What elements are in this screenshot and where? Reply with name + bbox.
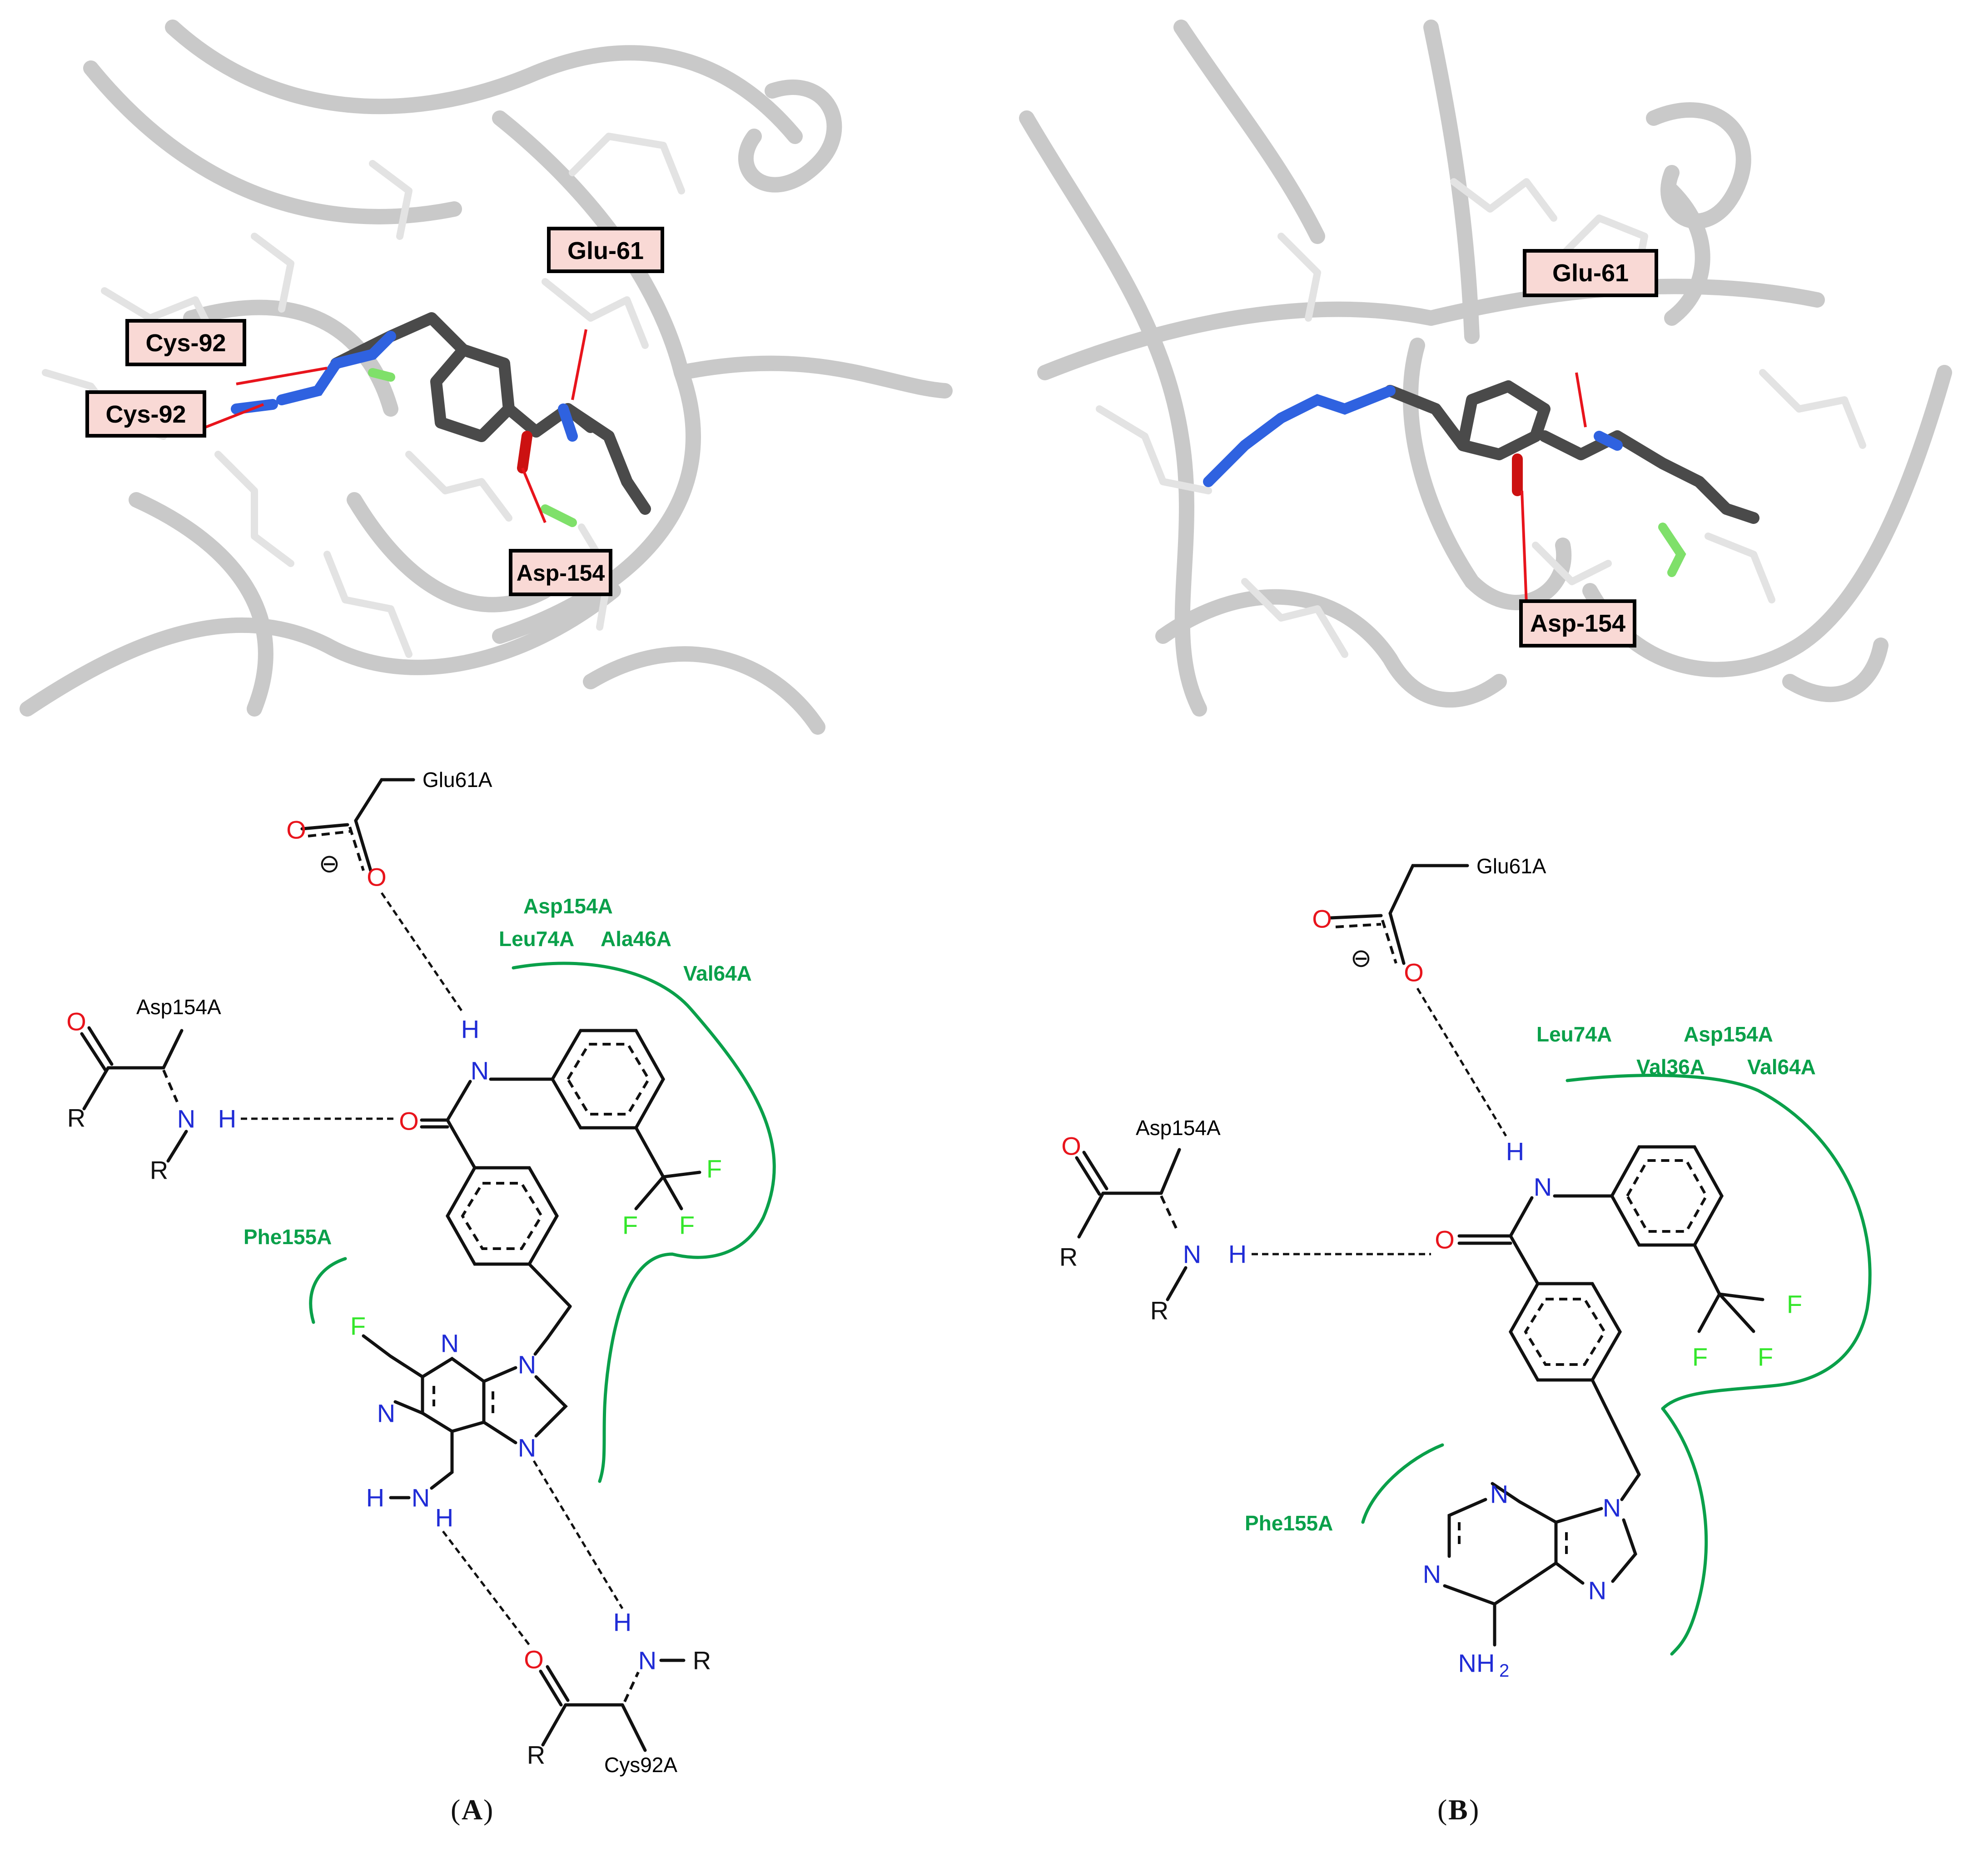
charge-minus-a: ⊖ xyxy=(319,849,340,878)
atom-n7-a: N xyxy=(518,1434,536,1462)
atom-h-nh2-a-1: H xyxy=(366,1484,384,1512)
atom-h-asp-b: H xyxy=(1228,1240,1247,1269)
atom-o-asp-backbone-a: O xyxy=(66,1007,86,1036)
atom-n1-a: N xyxy=(377,1399,395,1428)
svg-text:Cys-92: Cys-92 xyxy=(105,401,186,428)
atom-f3-a: F xyxy=(679,1211,695,1240)
atom-o-glu-b-2: O xyxy=(1404,958,1424,987)
atom-f2-a: F xyxy=(622,1211,638,1240)
atom-n-asp-b: N xyxy=(1183,1240,1201,1269)
structure-panel-b xyxy=(995,18,1972,745)
atom-o-asp-backbone-b: O xyxy=(1061,1132,1081,1161)
pocket-residue-b-2: Asp154A xyxy=(1684,1022,1773,1046)
atom-o-glu-a-2: O xyxy=(367,863,387,892)
atom-r-asp-b-2: R xyxy=(1150,1296,1168,1325)
caption-a: ( A ) xyxy=(451,1793,493,1826)
atom-r-asp-a-2: R xyxy=(150,1156,168,1185)
residue-asp154a-a: Asp154A xyxy=(136,995,221,1019)
caption-b: ( B ) xyxy=(1437,1793,1479,1826)
pocket-residue-b-3: Val36A xyxy=(1636,1055,1705,1079)
interaction-diagram-b: Glu61A O O ⊖ H N F F F O O Asp154A R xyxy=(1059,854,1872,1681)
atom-f-purine-a: F xyxy=(350,1312,366,1340)
label-glu61-structure-a: Glu-61 xyxy=(547,227,664,273)
residue-cys92a-a: Cys92A xyxy=(604,1753,677,1777)
atom-f2-b: F xyxy=(1692,1343,1708,1371)
atom-r-asp-b-1: R xyxy=(1059,1243,1078,1271)
atom-n-nh2-a: N xyxy=(412,1484,430,1512)
svg-text:): ) xyxy=(483,1793,493,1826)
atom-o-carbonyl-b: O xyxy=(1435,1225,1455,1254)
atom-o-glu-a-1: O xyxy=(286,816,306,844)
atom-h-cys-a: H xyxy=(613,1608,631,1637)
pocket-residue-b-1: Leu74A xyxy=(1536,1022,1612,1046)
residue-asp154a-b: Asp154A xyxy=(1136,1116,1221,1140)
pocket-residue-b-4: Val64A xyxy=(1747,1055,1816,1079)
svg-text:(: ( xyxy=(451,1793,460,1826)
atom-nh2-b: NH xyxy=(1458,1649,1495,1678)
atom-h-amide-b: H xyxy=(1506,1137,1524,1166)
pocket-residue-a-4: Val64A xyxy=(683,961,752,985)
atom-f1-a: F xyxy=(706,1155,722,1183)
label-asp154-structure-a: Asp-154 xyxy=(509,549,612,596)
svg-text:Glu-61: Glu-61 xyxy=(1552,259,1629,287)
atom-r-cys-a-1: R xyxy=(693,1646,711,1675)
label-glu61-structure-b: Glu-61 xyxy=(1523,249,1658,297)
atom-n3-b: N xyxy=(1490,1480,1508,1509)
svg-text:(: ( xyxy=(1437,1793,1447,1826)
svg-text:): ) xyxy=(1469,1793,1479,1826)
atom-n-amide-b: N xyxy=(1534,1173,1552,1201)
pocket-residue-a-1: Asp154A xyxy=(523,894,613,918)
atom-o-carbonyl-a: O xyxy=(399,1107,419,1136)
label-asp154-structure-b: Asp-154 xyxy=(1519,599,1636,648)
atom-f3-b: F xyxy=(1758,1343,1773,1371)
atom-f1-b: F xyxy=(1787,1290,1802,1319)
residue-glu61a-a: Glu61A xyxy=(422,768,492,792)
svg-text:Glu-61: Glu-61 xyxy=(567,237,644,264)
pocket-residue-a-2: Leu74A xyxy=(499,927,574,951)
atom-n9-a: N xyxy=(518,1350,536,1379)
label-cys92-lower-structure-a: Cys-92 xyxy=(85,390,206,438)
svg-text:Cys-92: Cys-92 xyxy=(145,329,226,357)
charge-minus-b: ⊖ xyxy=(1351,944,1372,972)
interaction-diagram-a: Glu61A O O ⊖ H N F F F O O xyxy=(66,768,776,1777)
atom-n7-b: N xyxy=(1588,1576,1606,1605)
atom-h-nh2-a-2: H xyxy=(435,1504,453,1532)
pocket-residue-a-3: Ala46A xyxy=(601,927,671,951)
pocket-phe-b: Phe155A xyxy=(1245,1511,1333,1535)
atom-h-amide-a: H xyxy=(461,1015,479,1044)
atom-n-cys-a: N xyxy=(638,1646,656,1675)
atom-r-cys-a-2: R xyxy=(527,1741,545,1769)
atom-o-glu-b-1: O xyxy=(1312,905,1332,933)
caption-letter-a: A xyxy=(462,1793,482,1826)
atom-n3-a: N xyxy=(441,1329,459,1358)
caption-letter-b: B xyxy=(1448,1793,1468,1826)
svg-text:Asp-154: Asp-154 xyxy=(517,560,605,586)
atom-h-asp-a: H xyxy=(218,1105,236,1133)
label-cys92-upper-structure-a: Cys-92 xyxy=(125,319,246,366)
atom-n-asp-a: N xyxy=(177,1105,195,1133)
atom-r-asp-a-1: R xyxy=(67,1104,85,1132)
structure-panel-a xyxy=(18,18,963,745)
svg-text:Asp-154: Asp-154 xyxy=(1530,610,1625,637)
atom-n1-b: N xyxy=(1423,1560,1441,1589)
atom-n-amide-a: N xyxy=(471,1056,489,1085)
atom-o-cys-a: O xyxy=(524,1645,544,1674)
atom-nh2-subscript-b: 2 xyxy=(1499,1661,1509,1681)
pocket-phe-a: Phe155A xyxy=(244,1225,332,1249)
residue-glu61a-b: Glu61A xyxy=(1476,854,1546,878)
atom-n9-b: N xyxy=(1603,1494,1621,1522)
